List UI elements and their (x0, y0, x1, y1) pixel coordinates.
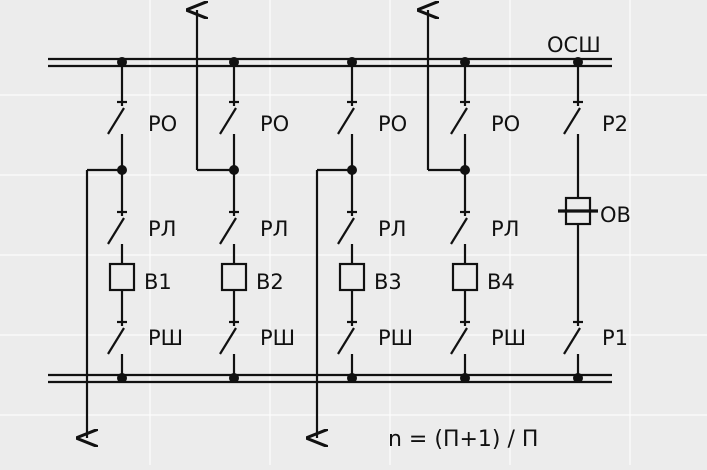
ro-label: РО (260, 112, 289, 136)
ro-label: РО (378, 112, 407, 136)
breaker-box (451, 262, 479, 292)
rsh-label: РШ (378, 326, 413, 350)
disconnector-p2-symbol (563, 100, 583, 135)
disconnector-rsh-symbol-blade (450, 327, 468, 355)
disconnector-rl-symbol-blade (219, 217, 237, 245)
breaker-box (220, 262, 248, 292)
rl-label: РЛ (260, 217, 288, 241)
disconnector-rsh-symbol-blade (337, 327, 355, 355)
rsh-label: РШ (148, 326, 183, 350)
breaker-label: В2 (256, 270, 284, 294)
disconnector-rl-symbol-blade (450, 217, 468, 245)
rl-label: РЛ (148, 217, 176, 241)
rsh-label: РШ (491, 326, 526, 350)
disconnector-p1-symbol (563, 320, 583, 355)
disconnector-rsh-symbol-blade (219, 327, 237, 355)
disconnector-rsh-symbol-blade (107, 327, 125, 355)
rl-label: РЛ (491, 217, 519, 241)
formula-label: n = (П+1) / П (388, 427, 538, 452)
bottom-bus-junction (117, 373, 127, 383)
breaker-label: В1 (144, 270, 172, 294)
disconnector-ro-symbol (337, 100, 357, 135)
bus-labels: ОСШ n = (П+1) / П (388, 33, 601, 452)
p1-label: Р1 (602, 326, 628, 350)
breaker-box (108, 262, 136, 292)
disconnector-rsh-symbol (450, 320, 470, 355)
disconnector-ro-symbol-blade (337, 107, 355, 135)
disconnector-rsh-symbol (219, 320, 239, 355)
disconnector-p1-symbol-blade (563, 327, 581, 355)
bottom-bus-junction (347, 373, 357, 383)
disconnector-rl-symbol (107, 210, 127, 245)
bypass-bottom-junction (573, 373, 583, 383)
rsh-label: РШ (260, 326, 295, 350)
disconnector-p2-symbol-blade (563, 107, 581, 135)
top-bus-label: ОСШ (547, 33, 601, 57)
disconnector-ro-symbol (450, 100, 470, 135)
breaker-box (338, 262, 366, 292)
disconnector-rl-symbol-blade (337, 217, 355, 245)
disconnector-ro-symbol (107, 100, 127, 135)
disconnector-rl-symbol-blade (107, 217, 125, 245)
p2-label: Р2 (602, 112, 628, 136)
bottom-bus-junction (460, 373, 470, 383)
disconnector-ro-symbol (219, 100, 239, 135)
disconnector-rsh-symbol (337, 320, 357, 355)
line-feeders (87, 10, 465, 438)
ro-label: РО (148, 112, 177, 136)
ro-label: РО (491, 112, 520, 136)
rl-label: РЛ (378, 217, 406, 241)
ov-label: ОВ (600, 203, 631, 227)
disconnector-ro-symbol-blade (450, 107, 468, 135)
bottom-bus-junction (229, 373, 239, 383)
breaker-label: В4 (487, 270, 515, 294)
disconnector-rsh-symbol (107, 320, 127, 355)
disconnector-rl-symbol (450, 210, 470, 245)
disconnector-ro-symbol-blade (107, 107, 125, 135)
disconnector-ro-symbol-blade (219, 107, 237, 135)
disconnector-rl-symbol (337, 210, 357, 245)
disconnector-rl-symbol (219, 210, 239, 245)
breaker-label: В3 (374, 270, 402, 294)
